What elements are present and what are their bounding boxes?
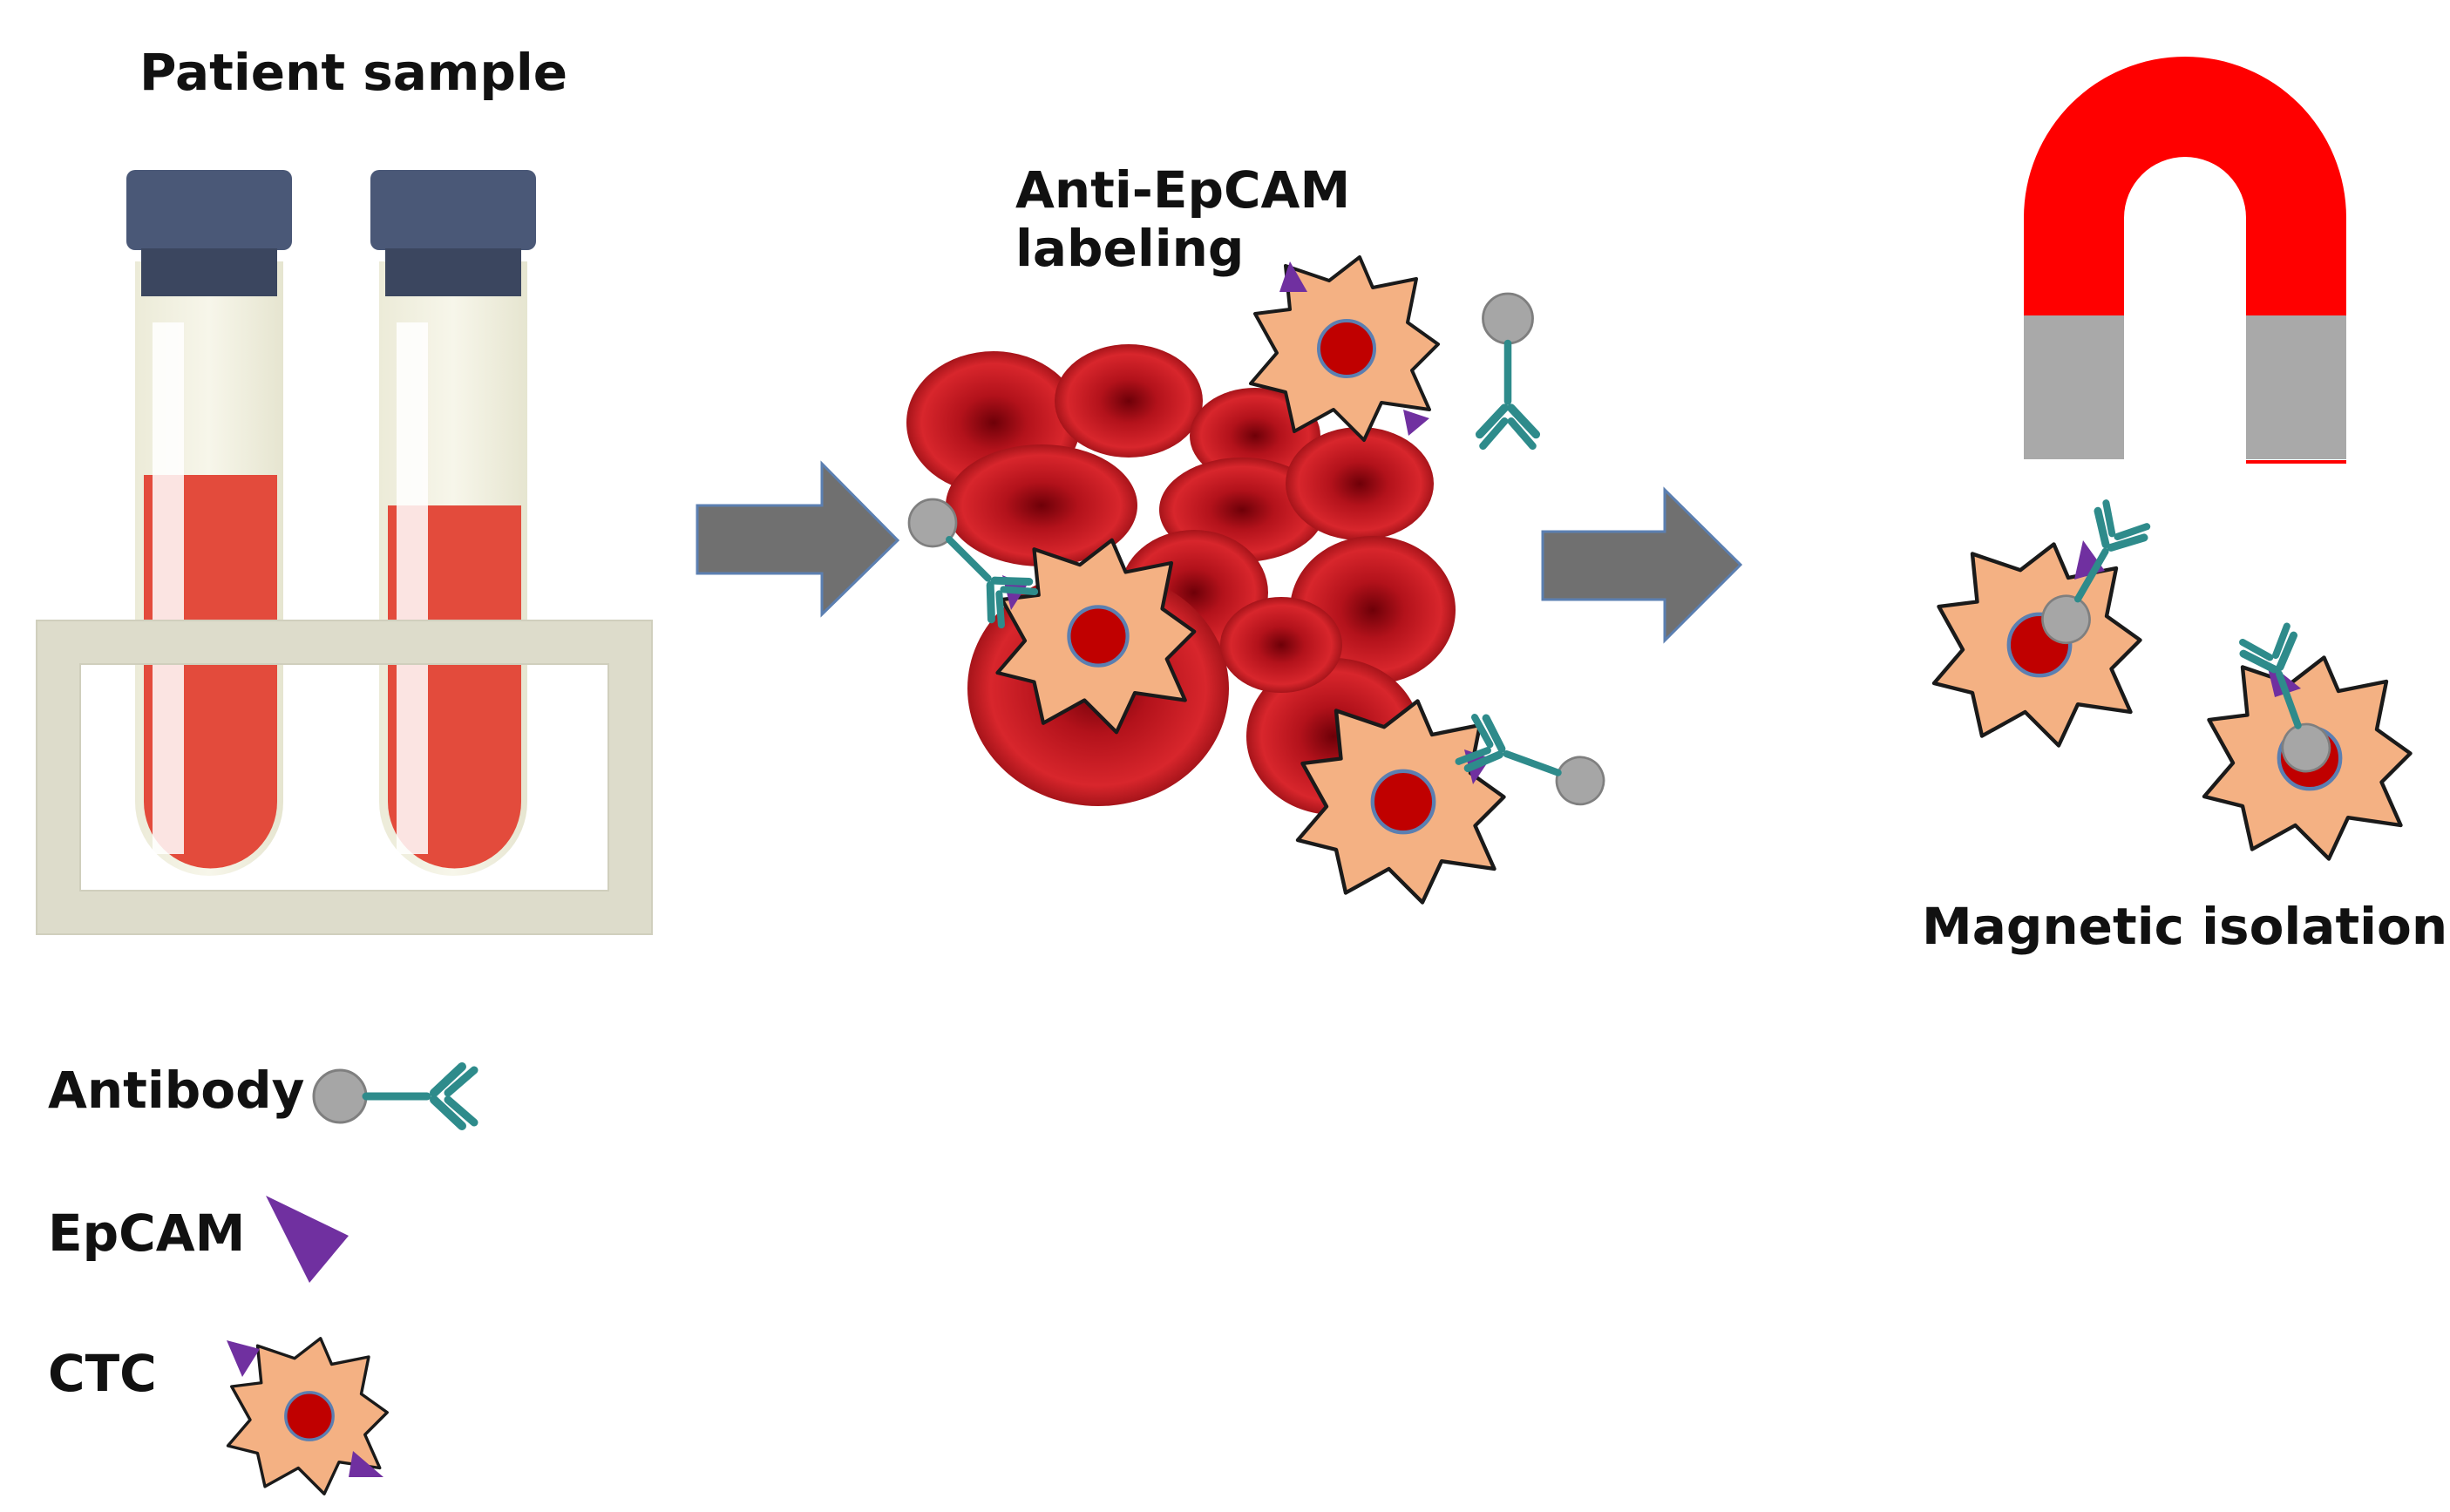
test-tube-left (126, 170, 292, 876)
legend-ctc-icon (226, 1337, 389, 1495)
patient-sample-label: Patient sample (139, 43, 568, 102)
magnetic-isolation-label: Magnetic isolation (1922, 897, 2448, 956)
test-tube-right (370, 170, 536, 876)
anti-epcam-labeling-label: Anti-EpCAM labeling (1015, 161, 1350, 277)
anti-epcam-labeling-line1: Anti-EpCAM (1015, 160, 1351, 220)
legend-epcam-icon (266, 1196, 349, 1283)
legend-antibody-icon (314, 1067, 474, 1126)
ctc-cell (1249, 255, 1440, 442)
arrow-right-icon (696, 460, 900, 618)
legend-antibody-label: Antibody (48, 1061, 305, 1120)
legend-epcam-label: EpCAM (48, 1203, 246, 1263)
arrow-right-icon (1541, 486, 1743, 644)
test-tubes-illustration (36, 170, 653, 935)
legend-ctc-label: CTC (48, 1344, 157, 1403)
ctc-cell (1934, 540, 2141, 746)
magnet-icon (2024, 57, 2346, 464)
tube-rack (36, 620, 653, 935)
anti-epcam-labeling-line2: labeling (1015, 218, 1245, 278)
antibody-icon (1480, 294, 1537, 446)
